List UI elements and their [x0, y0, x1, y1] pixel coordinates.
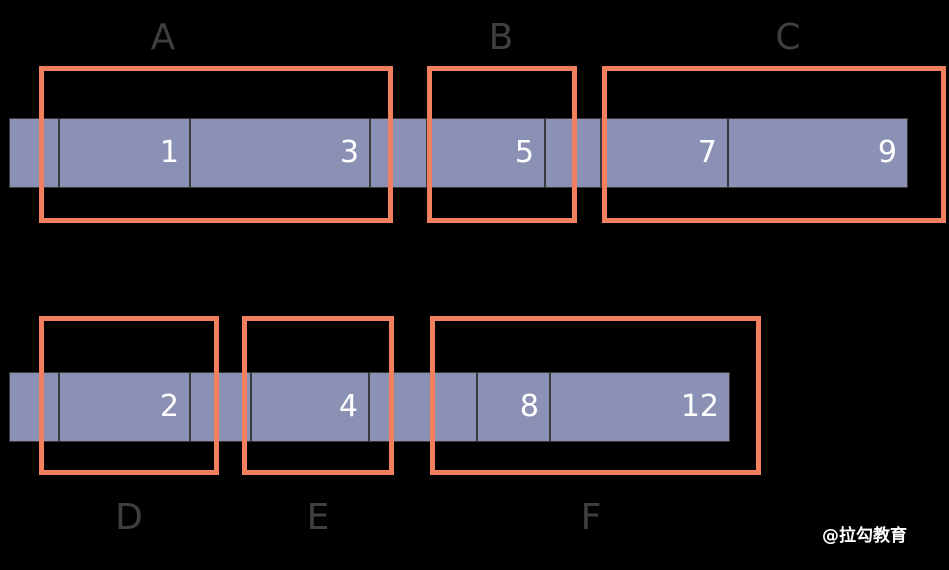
array-cell[interactable] [371, 119, 428, 187]
group-label-c: C [775, 17, 801, 58]
group-label-e: E [306, 497, 330, 538]
watermark-label: @拉勾教育 [822, 526, 907, 546]
array-cell[interactable]: 8 [478, 373, 551, 441]
array-cell[interactable]: 1 [60, 119, 191, 187]
array-cell[interactable] [10, 119, 60, 187]
array-cell[interactable]: 12 [551, 373, 729, 441]
array-cell[interactable]: 2 [60, 373, 191, 441]
array-cell[interactable] [10, 373, 60, 441]
group-label-b: B [488, 17, 514, 58]
array-cell[interactable] [370, 373, 478, 441]
group-label-f: F [580, 497, 602, 538]
array-cell[interactable]: 9 [729, 119, 907, 187]
array-cell[interactable] [191, 373, 252, 441]
array-row-top: 1 3 5 7 9 [9, 118, 908, 188]
array-cell[interactable]: 5 [428, 119, 546, 187]
highlight-box-a[interactable] [39, 66, 393, 223]
array-cell[interactable]: 4 [252, 373, 370, 441]
highlight-box-e[interactable] [242, 316, 394, 475]
array-cell[interactable]: 3 [191, 119, 371, 187]
highlight-box-c[interactable] [602, 66, 946, 223]
group-label-d: D [115, 497, 143, 538]
highlight-box-b[interactable] [427, 66, 577, 223]
array-row-bottom: 2 4 8 12 [9, 372, 730, 442]
group-label-a: A [150, 17, 176, 58]
highlight-box-f[interactable] [430, 316, 761, 475]
highlight-box-d[interactable] [39, 316, 219, 475]
array-cell[interactable]: 7 [602, 119, 729, 187]
